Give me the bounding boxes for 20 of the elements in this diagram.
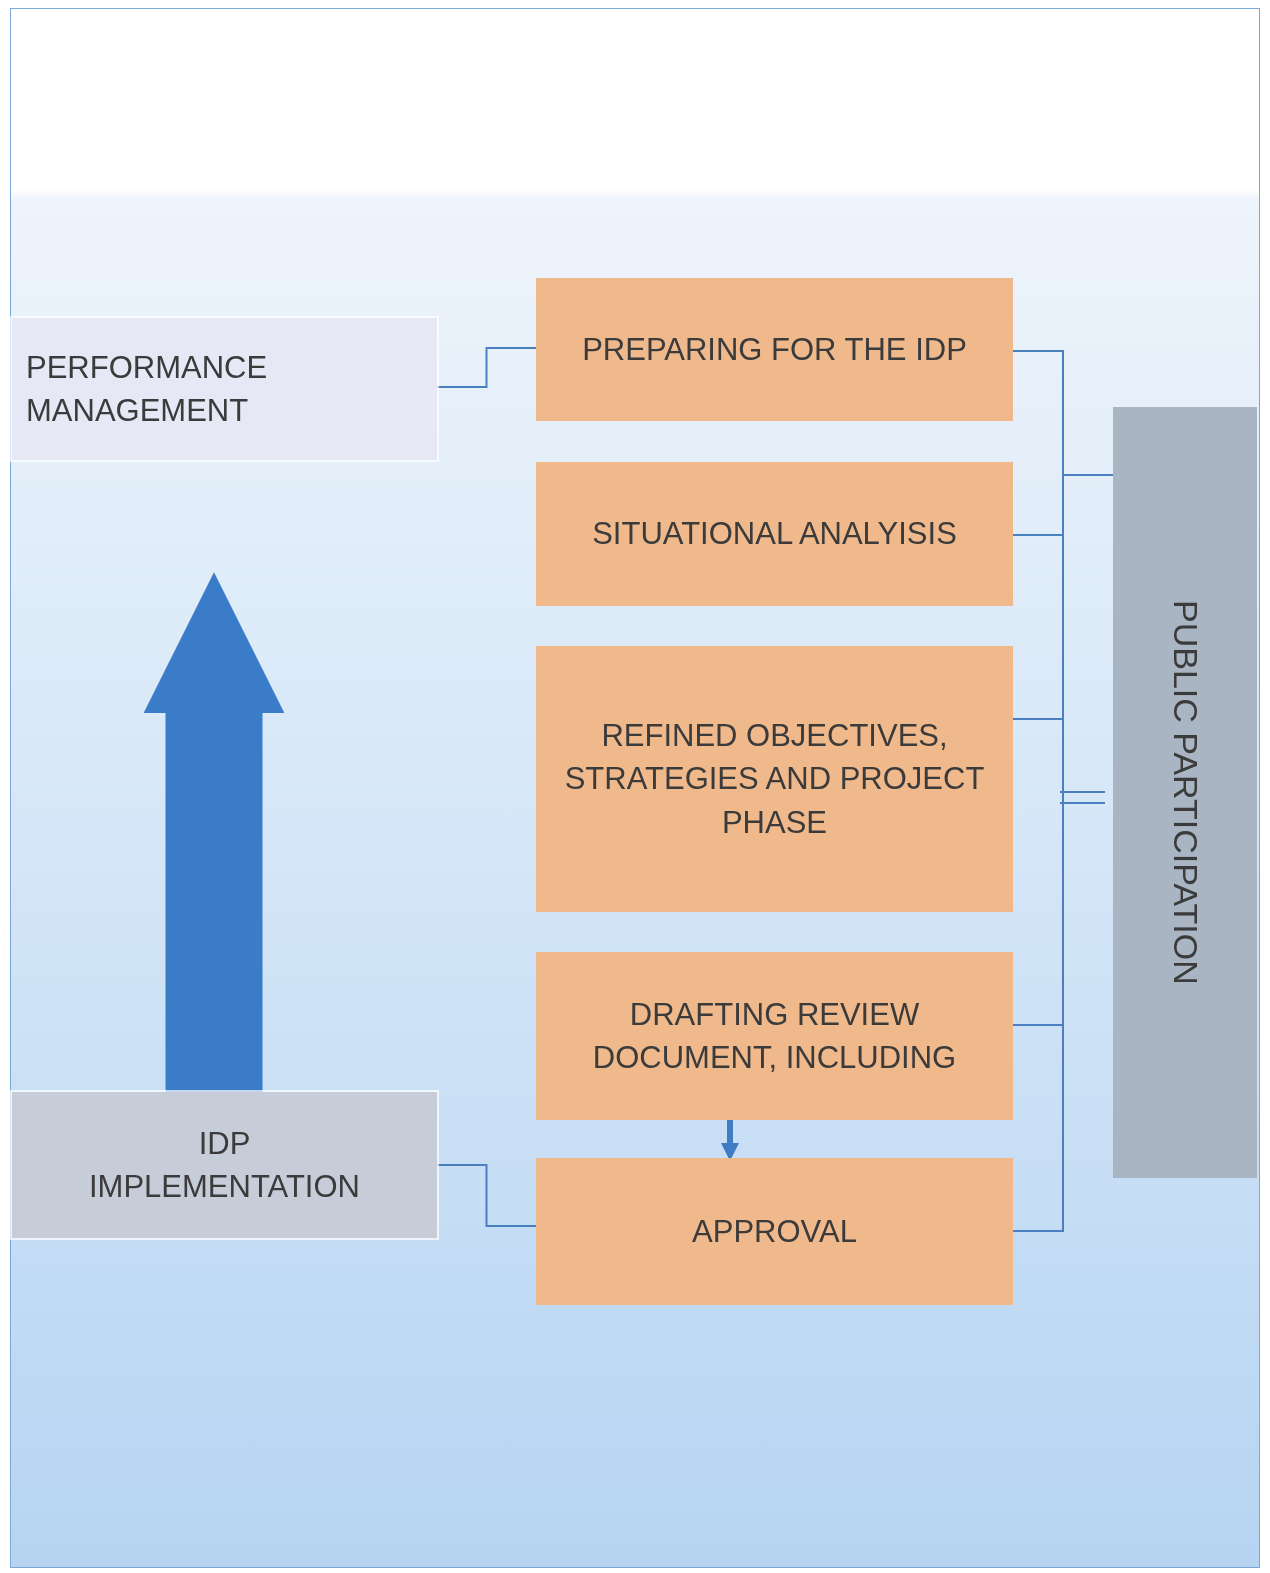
- box-label: APPROVAL: [691, 1212, 858, 1251]
- box-label: SITUATIONAL ANALYISIS: [591, 515, 958, 554]
- box-label: DRAFTING REVIEW DOCUMENT, INCLUDING: [591, 995, 958, 1077]
- side-bar: [1113, 407, 1257, 1178]
- process-box: [536, 646, 1013, 912]
- process-box: [536, 1158, 1013, 1305]
- box-label: IDP IMPLEMENTATION: [88, 1124, 361, 1206]
- connector-line: [436, 1164, 537, 1227]
- block-arrow: [143, 572, 285, 1092]
- process-box: [536, 952, 1013, 1120]
- connector-line: [436, 347, 537, 388]
- box-label: PERFORMANCE MANAGEMENT: [25, 348, 269, 430]
- box-label: REFINED OBJECTIVES, STRATEGIES AND PROJECT PHASE: [563, 716, 986, 842]
- process-box: [536, 278, 1013, 421]
- box-label: PUBLIC PARTICIPATION: [1165, 600, 1206, 985]
- process-box: [536, 462, 1013, 606]
- label-box: [12, 1092, 437, 1238]
- block-arrow: [721, 1120, 739, 1161]
- box-label: PREPARING FOR THE IDP: [581, 330, 968, 369]
- label-box: [12, 318, 437, 460]
